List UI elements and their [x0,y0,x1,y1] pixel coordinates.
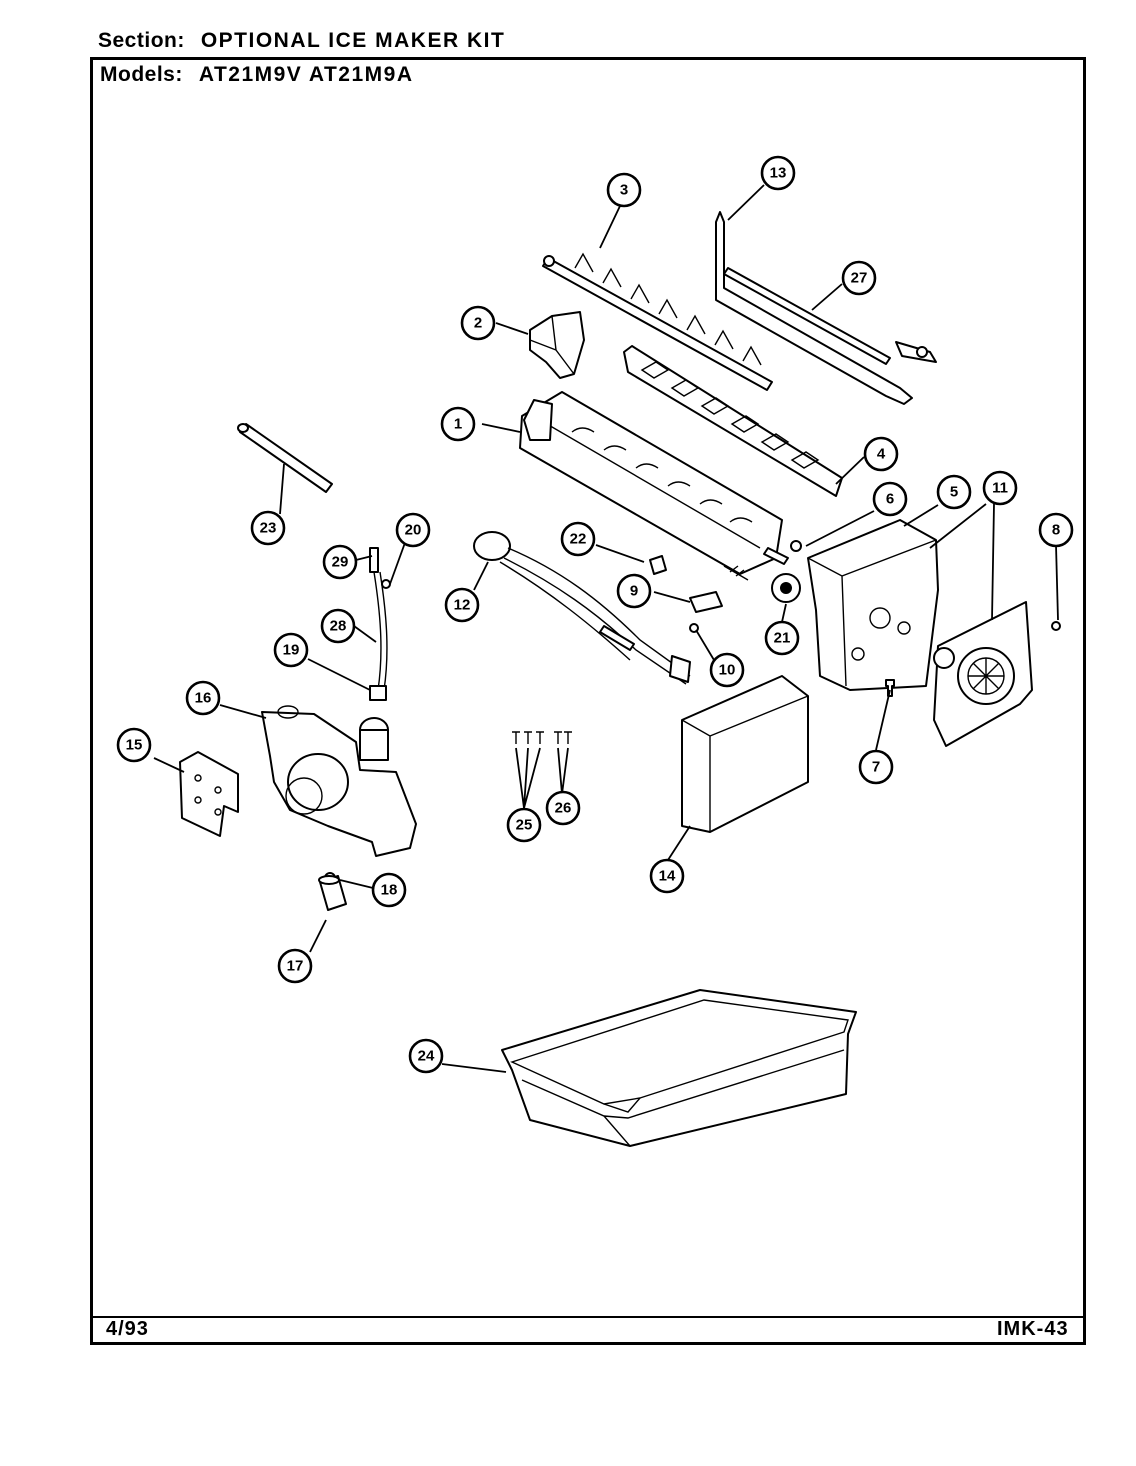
part-water-valve [261,705,417,857]
part-fill-tube [237,423,333,493]
svg-text:16: 16 [195,690,212,707]
svg-text:29: 29 [332,554,349,571]
part-bracket [529,311,585,379]
callout-19: 19 [273,632,309,668]
part-ejector-rake [542,252,773,391]
svg-text:7: 7 [872,759,880,776]
callout-12: 12 [444,587,480,623]
callout-3: 3 [606,172,642,208]
svg-text:11: 11 [992,480,1008,497]
svg-text:2: 2 [474,315,482,332]
callout-10: 10 [709,652,745,688]
callout-7: 7 [858,749,894,785]
callout-24: 24 [408,1038,444,1074]
models-label: Models: [100,63,183,86]
callout-26: 26 [545,790,581,826]
svg-text:28: 28 [330,618,347,635]
callout-27: 27 [841,260,877,296]
callout-28: 28 [320,608,356,644]
footer-date: 4/93 [106,1318,149,1340]
svg-text:10: 10 [719,662,736,679]
part-thermostat-harness [473,531,691,685]
svg-text:1: 1 [454,416,462,433]
part-screw-set [512,731,572,744]
part-screws [885,621,1061,697]
callout-23: 23 [250,510,286,546]
callout-5: 5 [936,474,972,510]
svg-text:9: 9 [630,583,638,600]
callout-11: 11 [982,470,1018,506]
callout-25: 25 [506,807,542,843]
callout-6: 6 [872,481,908,517]
part-shutoff-arm [715,211,937,405]
part-motor-module [933,601,1033,747]
callout-29: 29 [322,544,358,580]
callout-4: 4 [863,436,899,472]
callout-22: 22 [560,521,596,557]
svg-text:5: 5 [950,484,958,501]
part-water-line [369,547,391,701]
svg-text:20: 20 [405,522,422,539]
callout-17: 17 [277,948,313,984]
svg-text:22: 22 [570,531,587,548]
callout-1: 1 [440,406,476,442]
svg-text:19: 19 [283,642,300,659]
callout-13: 13 [760,155,796,191]
models-header: Models: AT21M9V AT21M9A [100,63,414,87]
svg-text:13: 13 [770,165,787,182]
models-list: AT21M9V AT21M9A [198,63,414,86]
svg-text:8: 8 [1052,522,1060,539]
callout-2: 2 [460,305,496,341]
svg-text:6: 6 [886,491,894,508]
svg-text:12: 12 [454,597,471,614]
callout-20: 20 [395,512,431,548]
part-ice-bucket [501,989,857,1147]
svg-text:23: 23 [260,520,277,537]
callout-8: 8 [1038,512,1074,548]
svg-text:27: 27 [851,270,868,287]
svg-text:14: 14 [659,868,676,885]
footer-page-code: IMK-43 [997,1318,1069,1340]
svg-text:3: 3 [620,182,628,199]
diagram-frame [90,57,1086,1345]
svg-text:24: 24 [418,1048,435,1065]
callout-18: 18 [371,872,407,908]
section-title: OPTIONAL ICE MAKER KIT [200,29,506,52]
part-cover-box [681,675,809,833]
callout-16: 16 [185,680,221,716]
section-header: Section: OPTIONAL ICE MAKER KIT [98,29,505,53]
svg-text:26: 26 [555,800,572,817]
svg-text:18: 18 [381,882,398,899]
svg-text:15: 15 [126,737,143,754]
callout-14: 14 [649,858,685,894]
part-nut-and-sleeve [318,872,347,911]
svg-text:17: 17 [287,958,304,975]
callout-21: 21 [764,620,800,656]
svg-text:25: 25 [516,817,533,834]
part-mounting-plate [179,751,239,837]
svg-text:21: 21 [774,630,791,647]
section-label: Section: [98,29,185,52]
callout-leaders [153,184,1059,1073]
svg-text:4: 4 [877,446,886,463]
footer-divider [90,1316,1086,1318]
part-control-housing [807,519,939,691]
part-mold-cover [623,345,843,497]
callout-9: 9 [616,573,652,609]
callout-15: 15 [116,727,152,763]
part-small-hardware [649,540,802,633]
